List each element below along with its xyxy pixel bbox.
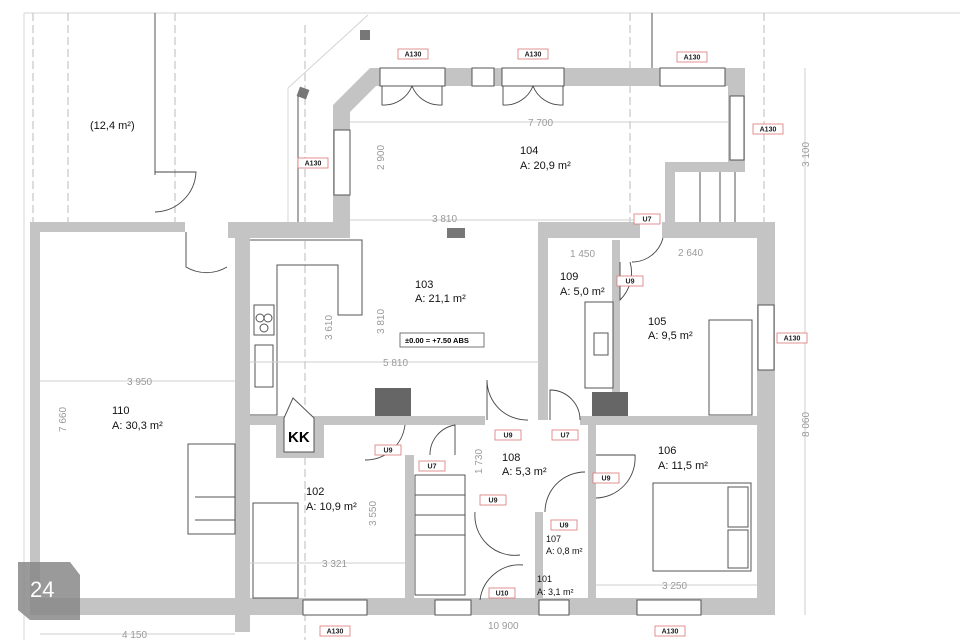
logo: 24 (18, 562, 80, 620)
dimension-lines (40, 68, 806, 635)
room-area: A: 10,9 m² (306, 501, 357, 513)
tag-box (479, 494, 507, 506)
opening-tag: U7 (428, 464, 437, 471)
opening-tag: U9 (626, 279, 635, 286)
chimney-label: KK (288, 429, 310, 446)
tag-box (374, 444, 402, 456)
tag-box (418, 460, 446, 472)
tag-box (654, 625, 686, 637)
terrace-area: (12,4 m²) (90, 120, 135, 132)
opening-tag: U7 (643, 217, 652, 224)
dim-label: 8 060 (801, 412, 812, 437)
dim-label: 3 321 (322, 559, 347, 570)
room-number: 110 (112, 405, 130, 417)
room-area: A: 5,3 m² (502, 466, 547, 478)
room-number: 103 (415, 279, 433, 291)
dim-label: 3 250 (662, 581, 687, 592)
tag-box (494, 429, 522, 441)
room-number: 102 (306, 486, 324, 498)
opening-tag: U7 (561, 433, 570, 440)
level-note: ±0.00 = +7.50 ABS (405, 336, 469, 345)
radiator (592, 392, 628, 416)
dim-label: 3 100 (801, 142, 812, 167)
dim-label: 4 150 (122, 630, 147, 640)
room-number: 101 (537, 574, 552, 584)
tag-box (297, 157, 329, 169)
room-area: A: 0,8 m² (546, 546, 583, 556)
dim-label: 5 810 (383, 358, 408, 369)
tag-box (397, 48, 429, 60)
dim-label: 10 900 (488, 621, 519, 632)
radiator (375, 388, 411, 416)
room-area: A: 21,1 m² (415, 293, 466, 305)
opening-tag: A130 (662, 629, 679, 636)
doors (154, 85, 664, 601)
dim-label: 7 660 (58, 407, 69, 432)
dim-label: 3 810 (432, 214, 457, 225)
room-number: 108 (502, 452, 520, 464)
tag-box (517, 48, 549, 60)
logo-text: 24 (30, 577, 54, 602)
room-area: A: 20,9 m² (520, 160, 571, 172)
tag-box (776, 332, 808, 344)
room-number: 106 (658, 445, 676, 457)
opening-tag: A130 (327, 629, 344, 636)
opening-tag: A130 (525, 52, 542, 59)
opening-tag: A130 (760, 127, 777, 134)
tag-box (633, 213, 661, 225)
furniture (187, 172, 753, 599)
dim-label: 3 610 (324, 315, 335, 340)
tag-box (592, 472, 620, 484)
dimension-labels: 7 700 2 900 3 810 3 810 3 610 5 810 3 95… (58, 118, 812, 640)
dim-label: 1 450 (570, 249, 595, 260)
opening-tag: U9 (602, 476, 611, 483)
opening-tag: U10 (496, 591, 509, 598)
tag-box (550, 519, 578, 531)
room-area: A: 5,0 m² (560, 286, 605, 298)
opening-tag: A130 (405, 52, 422, 59)
room-area: A: 11,5 m² (658, 460, 708, 472)
dim-label: 1 730 (474, 449, 485, 474)
room-labels: (12,4 m²) 104 A: 20,9 m² 103 A: 21,1 m² … (90, 120, 708, 597)
room-number: 104 (520, 145, 538, 157)
opening-tag: U9 (504, 433, 513, 440)
tag-box (488, 587, 516, 599)
room-area: A: 3,1 m² (537, 587, 574, 597)
windows (302, 67, 775, 616)
dim-label: 3 950 (127, 377, 152, 388)
tag-box (676, 51, 708, 63)
opening-tag: U9 (384, 448, 393, 455)
tag-box (616, 275, 644, 287)
grid-lines (23, 12, 960, 640)
room-number: 105 (648, 316, 666, 328)
dim-label: 2 640 (678, 248, 703, 259)
opening-tag: A130 (784, 336, 801, 343)
room-number: 109 (560, 271, 578, 283)
dim-label: 3 810 (376, 309, 387, 334)
opening-tag: U9 (489, 498, 498, 505)
tag-box (752, 123, 784, 135)
opening-tag: A130 (305, 161, 322, 168)
opening-tag: A130 (684, 55, 701, 62)
opening-tag: U9 (560, 523, 569, 530)
room-area: A: 30,3 m² (112, 420, 163, 432)
room-area: A: 9,5 m² (648, 330, 693, 342)
room-number: 107 (546, 534, 561, 544)
tag-box (319, 625, 351, 637)
dim-label: 2 900 (376, 145, 387, 170)
tag-box (551, 429, 579, 441)
dim-label: 7 700 (528, 118, 553, 129)
dim-label: 3 550 (368, 501, 379, 526)
